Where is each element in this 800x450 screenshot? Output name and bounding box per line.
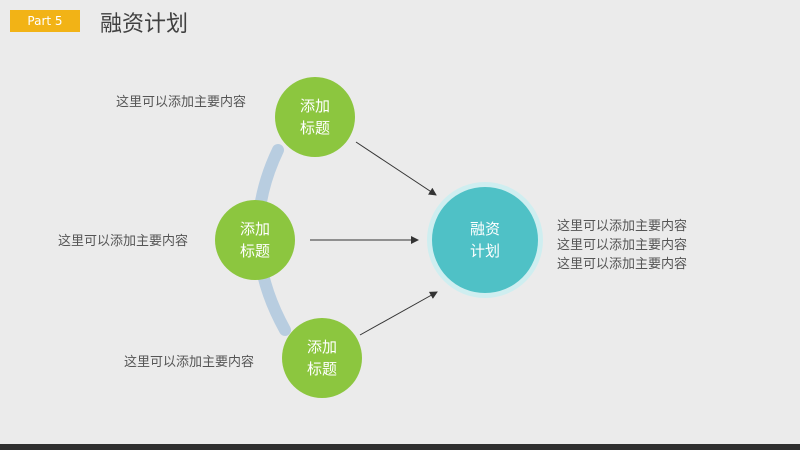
center-node-line2: 计划 (469, 242, 500, 260)
node-bottom-label: 添加 标题 (287, 336, 357, 380)
desc-middle: 这里可以添加主要内容 (58, 234, 189, 249)
desc-top: 这里可以添加主要内容 (116, 95, 247, 110)
desc-right-line1: 这里可以添加主要内容 (557, 219, 688, 234)
node-bottom (282, 318, 362, 398)
node-bottom-line2: 标题 (306, 360, 337, 378)
desc-right-line2: 这里可以添加主要内容 (557, 238, 688, 253)
node-top-line2: 标题 (299, 119, 330, 137)
center-node (432, 187, 538, 293)
node-bottom-line1: 添加 (306, 338, 337, 356)
node-middle-line2: 标题 (239, 242, 270, 260)
part-badge-label: Part 5 (27, 14, 63, 28)
bottom-bar (0, 444, 800, 450)
node-middle-label: 添加 标题 (220, 218, 290, 262)
part-badge: Part 5 (10, 10, 80, 32)
desc-right-line3: 这里可以添加主要内容 (557, 257, 688, 272)
center-node-label: 融资 计划 (450, 218, 520, 262)
desc-bottom: 这里可以添加主要内容 (124, 355, 255, 370)
page-title: 融资计划 (100, 12, 189, 37)
node-top-line1: 添加 (299, 97, 330, 115)
arrow-top-to-center (355, 141, 437, 196)
node-top (275, 77, 355, 157)
node-top-label: 添加 标题 (280, 95, 350, 139)
center-node-line1: 融资 (469, 220, 500, 238)
desc-right: 这里可以添加主要内容 这里可以添加主要内容 这里可以添加主要内容 (557, 217, 687, 274)
arrow-bottom-to-center (359, 291, 438, 336)
node-middle-line1: 添加 (239, 220, 270, 238)
node-middle (215, 200, 295, 280)
